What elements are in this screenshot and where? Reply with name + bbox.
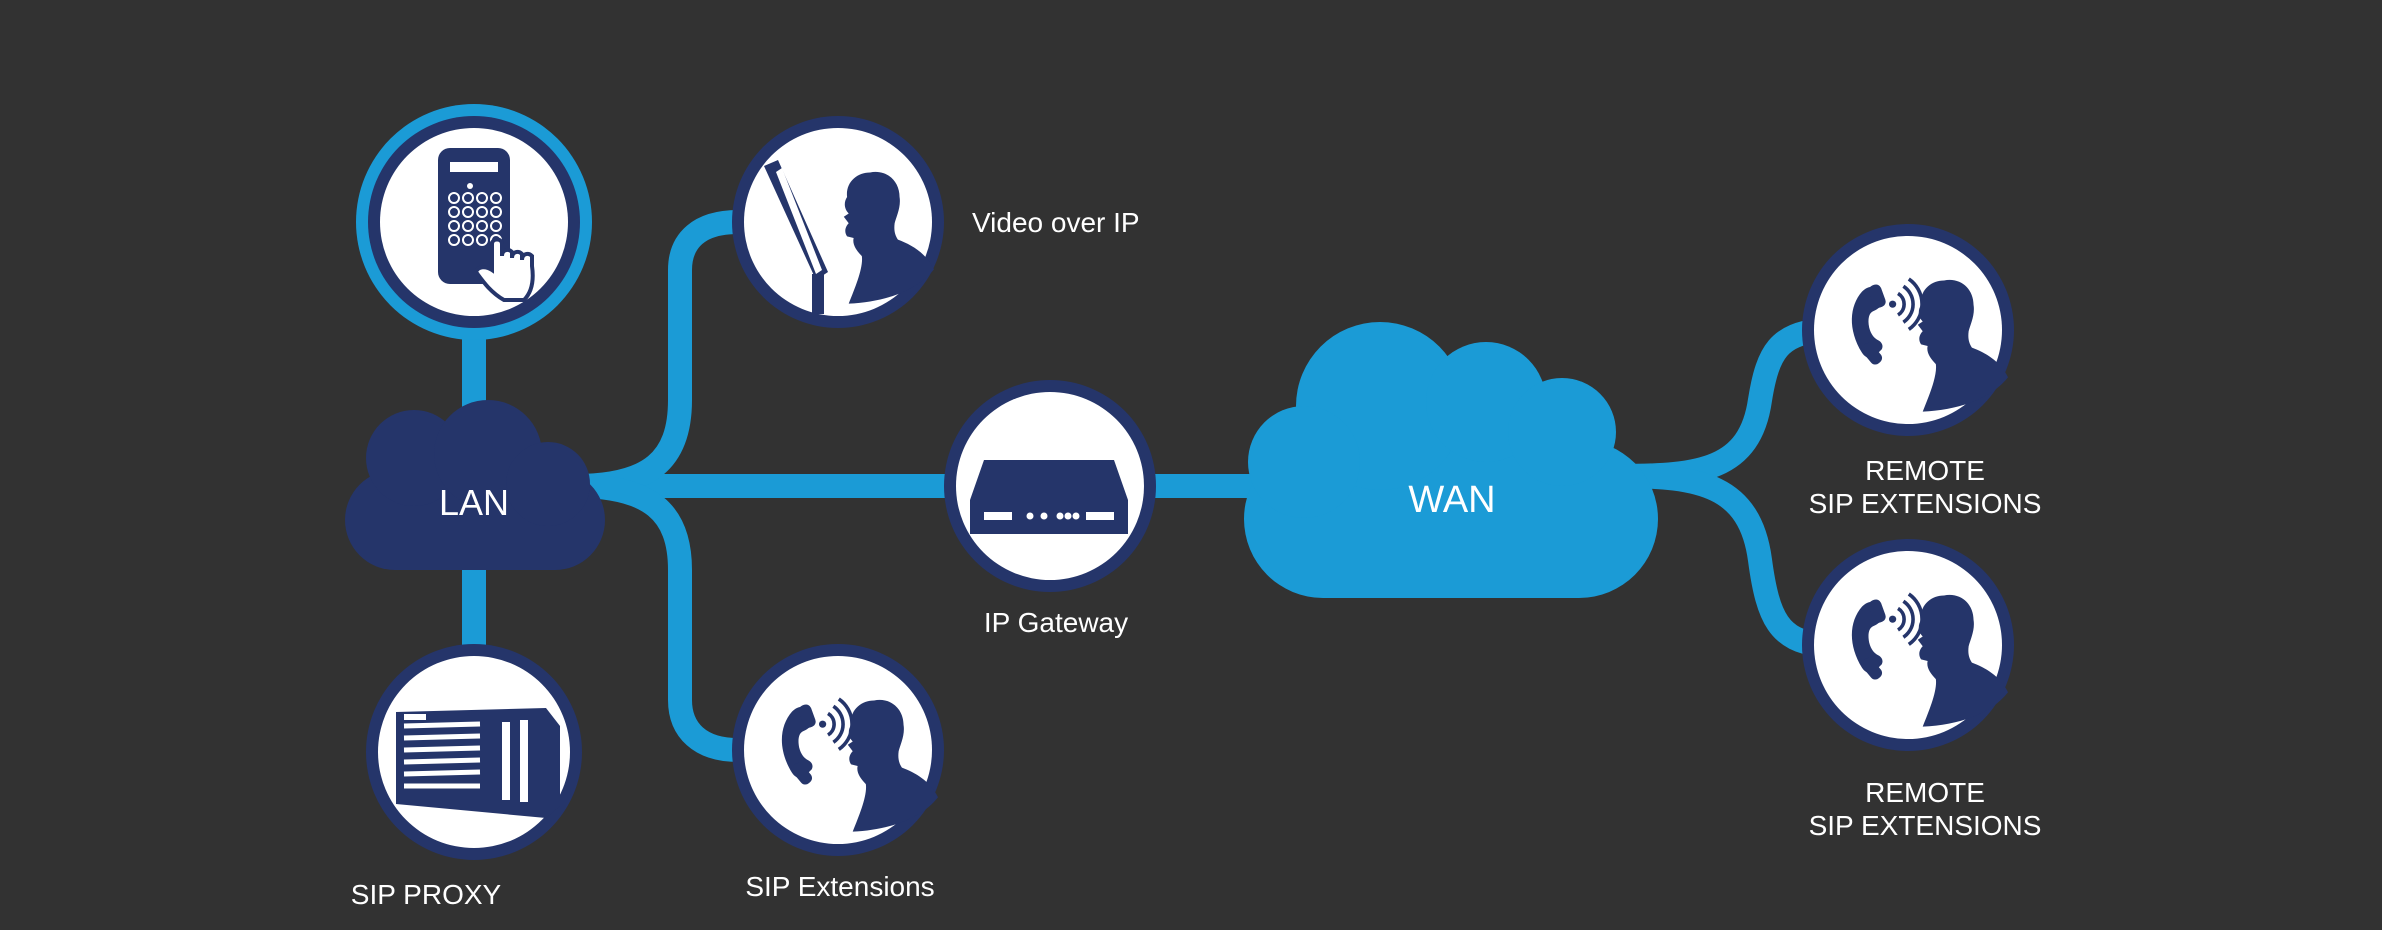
sip-proxy-label: SIP PROXY (351, 879, 502, 910)
link-wan-remote-1 (1619, 318, 1822, 488)
remote-sip-extensions-node-2: REMOTE SIP EXTENSIONS (1802, 539, 2041, 841)
remote-2-label-line1: REMOTE (1865, 777, 1985, 808)
video-over-ip-node: Video over IP (732, 116, 1140, 328)
connection-lines (462, 210, 1822, 762)
remote-1-label-line2: SIP EXTENSIONS (1809, 488, 2042, 519)
ip-gateway-node: IP Gateway (944, 380, 1156, 638)
video-terminal-user-icon (764, 160, 934, 314)
remote-2-label-line2: SIP EXTENSIONS (1809, 810, 2042, 841)
remote-sip-extensions-node-1: REMOTE SIP EXTENSIONS (1802, 224, 2041, 519)
access-keypad-icon (438, 148, 535, 302)
server-rack-icon (396, 708, 560, 818)
link-to-sip-ext (574, 474, 739, 762)
lan-cloud: LAN (345, 400, 605, 570)
sip-proxy-node: SIP PROXY (351, 644, 582, 910)
link-to-video (574, 210, 739, 498)
sip-extensions-node: SIP Extensions (732, 644, 944, 902)
sip-extensions-label: SIP Extensions (745, 871, 934, 902)
access-panel-node (356, 104, 592, 340)
gateway-device-icon (970, 460, 1128, 534)
video-over-ip-label: Video over IP (972, 207, 1140, 238)
wan-label: WAN (1408, 479, 1495, 521)
wan-cloud: WAN (1244, 322, 1658, 598)
remote-1-label-line1: REMOTE (1865, 455, 1985, 486)
lan-label: LAN (439, 482, 509, 523)
ip-gateway-label: IP Gateway (984, 607, 1128, 638)
link-wan-remote-2 (1619, 464, 1822, 657)
